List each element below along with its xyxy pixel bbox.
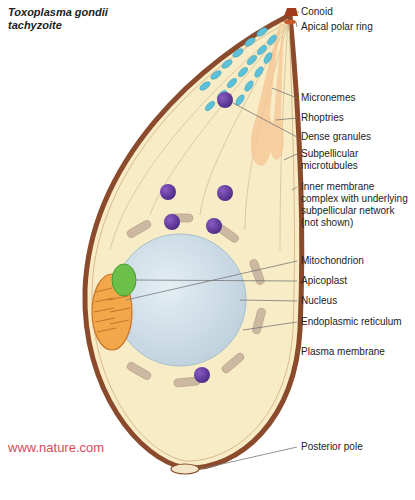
apical-polar-ring: [284, 20, 296, 25]
structure-label: Dense granules: [301, 131, 371, 142]
structure-label: Posterior pole: [301, 441, 363, 452]
structure-label: Micronemes: [301, 92, 355, 103]
diagram-title: Toxoplasma gondii tachyzoite: [8, 6, 108, 31]
structure-label-box: Mitochondrion: [301, 255, 413, 267]
apicoplast: [112, 264, 136, 296]
structure-label: Endoplasmic reticulum: [301, 316, 402, 327]
endoplasmic-reticulum: [126, 214, 266, 387]
structure-label-box: Plasma membrane: [301, 346, 413, 358]
structure-label-box: Rhoptries: [301, 112, 413, 124]
structure-label: Plasma membrane: [301, 346, 385, 357]
structure-label-box: Endoplasmic reticulum: [301, 316, 413, 328]
micronemes: [198, 26, 278, 112]
structure-label: Conoid: [301, 6, 333, 17]
leader-lines: [126, 12, 299, 469]
structure-label-box: Subpellicular microtubules: [301, 148, 413, 172]
structure-label: Subpellicular microtubules: [301, 148, 358, 171]
structure-label: Rhoptries: [301, 112, 344, 123]
structure-label-box: Apical polar ring: [301, 21, 413, 33]
structure-label: Nucleus: [301, 295, 337, 306]
structure-label: Apicoplast: [301, 275, 347, 286]
cell-body: [85, 15, 302, 468]
structure-label-box: Posterior pole: [301, 441, 413, 453]
structure-label: Inner membrane complex with underlying s…: [301, 181, 408, 228]
structure-label-box: Inner membrane complex with underlying s…: [301, 181, 413, 229]
structure-label-box: Conoid: [301, 6, 413, 18]
structure-label: Apical polar ring: [301, 21, 373, 32]
structure-label: Mitochondrion: [301, 255, 364, 266]
nucleus: [114, 234, 246, 366]
dense-granules: [160, 92, 233, 383]
structure-label-box: Nucleus: [301, 295, 413, 307]
rhoptries: [251, 22, 284, 166]
posterior-pole: [171, 464, 199, 474]
structure-label-box: Dense granules: [301, 131, 413, 143]
structure-label-box: Apicoplast: [301, 275, 413, 287]
diagram-title-box: Toxoplasma gondii tachyzoite: [8, 6, 133, 32]
inner-membrane: [92, 22, 295, 461]
conoid: [284, 8, 298, 16]
watermark: www.nature.com: [8, 440, 104, 455]
watermark-box: www.nature.com: [8, 440, 104, 455]
structure-label-box: Micronemes: [301, 92, 413, 104]
